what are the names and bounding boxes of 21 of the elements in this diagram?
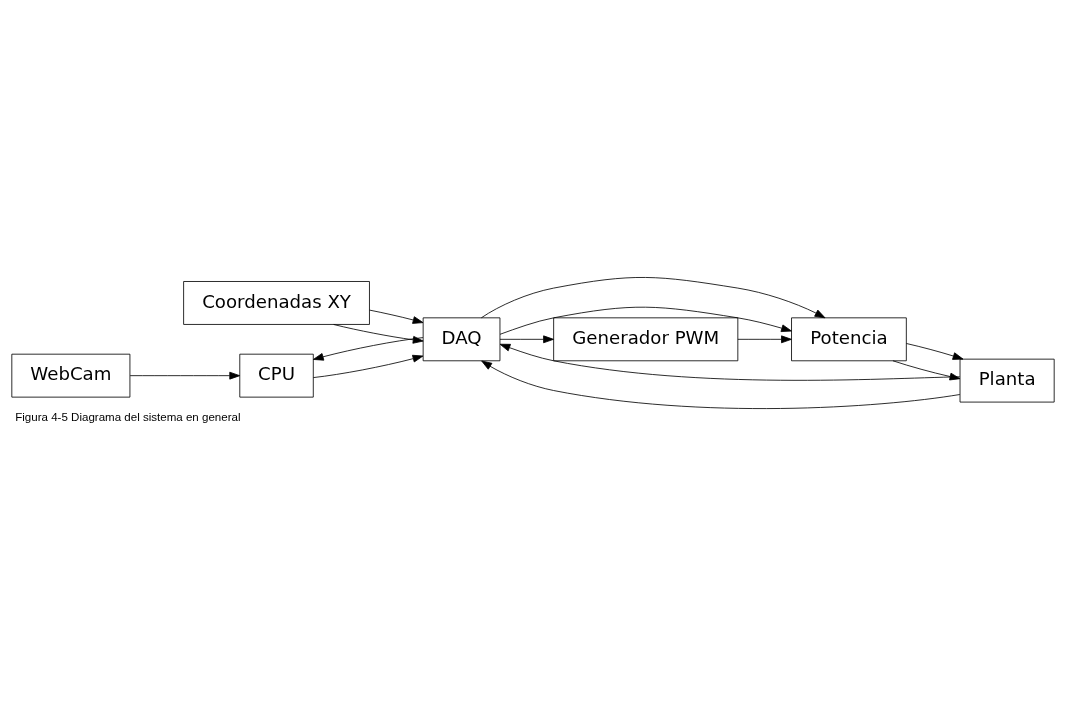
node-box: DAQ [422, 316, 501, 361]
node-box: Potencia [791, 316, 907, 361]
arrow [312, 336, 424, 361]
arrow [312, 354, 424, 378]
node-box: Generador PWM [553, 316, 739, 361]
arrow [892, 359, 961, 380]
arrow [499, 334, 554, 343]
arrow [499, 306, 792, 335]
node-box: CPU [239, 353, 314, 398]
node-box: Coordenadas XY [183, 280, 370, 325]
arrow [481, 360, 961, 409]
arrow [906, 342, 964, 360]
node-box: WebCam [11, 353, 131, 398]
node-box: Planta [959, 358, 1055, 402]
arrow [499, 343, 961, 381]
arrow [333, 323, 424, 344]
arrow [737, 334, 792, 343]
arrow [129, 371, 241, 380]
arrow [369, 309, 424, 324]
arrow [480, 276, 826, 318]
caption: Figura 4-5 Diagrama del sistema en general [15, 410, 241, 423]
